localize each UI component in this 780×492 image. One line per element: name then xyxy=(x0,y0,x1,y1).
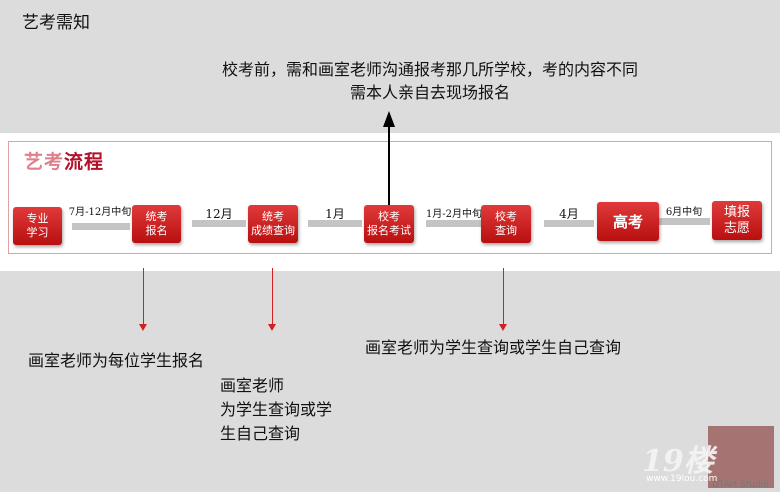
step-3-line2: 成绩查询 xyxy=(251,224,295,237)
connector-label-4: 1月-2月中旬 xyxy=(425,209,483,220)
step-3-line1: 统考 xyxy=(262,210,284,223)
top-note-line1: 校考前，需和画室老师沟通报考那几所学校，考的内容不同 xyxy=(221,60,638,79)
connector-bar-2 xyxy=(192,220,246,227)
step-fill-application: 填报志愿 xyxy=(712,201,762,240)
connector-bar-4 xyxy=(426,220,482,227)
flow-frame xyxy=(8,141,772,254)
flow-title: 艺考流程 xyxy=(24,147,104,174)
connector-label-1: 7月-12月中旬 xyxy=(68,207,132,218)
note-score-query-line2: 为学生查询或学 xyxy=(220,400,333,419)
watermark-sub: DTArt Studio xyxy=(712,480,769,490)
connector-label-2: 12月 xyxy=(205,207,233,221)
watermark-stamp xyxy=(708,426,774,488)
watermark-url: www.19lou.com xyxy=(646,474,718,484)
connector-bar-1 xyxy=(72,223,130,230)
step-2-line1: 统考 xyxy=(145,210,168,223)
flow-title-part1: 艺考 xyxy=(24,151,65,173)
down-arrow-line-3 xyxy=(503,268,504,325)
page-title: 艺考需知 xyxy=(22,13,90,33)
connector-label-5: 4月 xyxy=(559,207,579,221)
watermark-logo: 19楼 xyxy=(642,444,714,479)
step-1-line1: 专业 xyxy=(26,212,49,225)
up-arrow-shaft xyxy=(388,125,390,205)
step-gaokao: 高考 xyxy=(597,202,659,241)
step-7-line2: 志愿 xyxy=(723,220,750,236)
step-1-line2: 学习 xyxy=(26,226,49,239)
step-school-exam-registration: 校考报名考试 xyxy=(364,205,414,243)
down-arrow-line-2 xyxy=(272,268,273,325)
note-school-query: 画室老师为学生查询或学生自己查询 xyxy=(365,338,622,357)
note-score-query-line3: 生自己查询 xyxy=(220,424,301,443)
step-professional-study: 专业学习 xyxy=(13,207,62,245)
step-2-line2: 报名 xyxy=(145,224,168,237)
flow-title-part2: 流程 xyxy=(64,151,105,173)
connector-bar-3 xyxy=(308,220,362,227)
step-school-exam-query: 校考查询 xyxy=(481,205,531,243)
note-registration: 画室老师为每位学生报名 xyxy=(28,351,205,370)
down-arrow-head-2-icon xyxy=(268,324,276,331)
step-5-line2: 查询 xyxy=(495,224,517,237)
connector-bar-6 xyxy=(658,218,710,225)
down-arrow-head-1-icon xyxy=(139,324,147,331)
step-4-line1: 校考 xyxy=(378,210,400,223)
step-unified-exam-registration: 统考报名 xyxy=(132,205,181,243)
connector-label-6: 6月中旬 xyxy=(665,207,703,218)
step-6-line1: 高考 xyxy=(612,212,643,231)
note-score-query-line1: 画室老师 xyxy=(220,376,285,395)
step-7-line1: 填报 xyxy=(723,204,750,220)
up-arrow-head-icon xyxy=(383,111,395,127)
top-note-line2: 需本人亲自去现场报名 xyxy=(349,83,510,102)
step-5-line1: 校考 xyxy=(495,210,517,223)
down-arrow-head-3-icon xyxy=(499,324,507,331)
down-arrow-line-1 xyxy=(143,268,144,325)
step-4-line2: 报名考试 xyxy=(367,224,411,237)
step-unified-exam-score-query: 统考成绩查询 xyxy=(248,205,298,243)
connector-label-3: 1月 xyxy=(325,207,345,221)
connector-bar-5 xyxy=(544,220,594,227)
